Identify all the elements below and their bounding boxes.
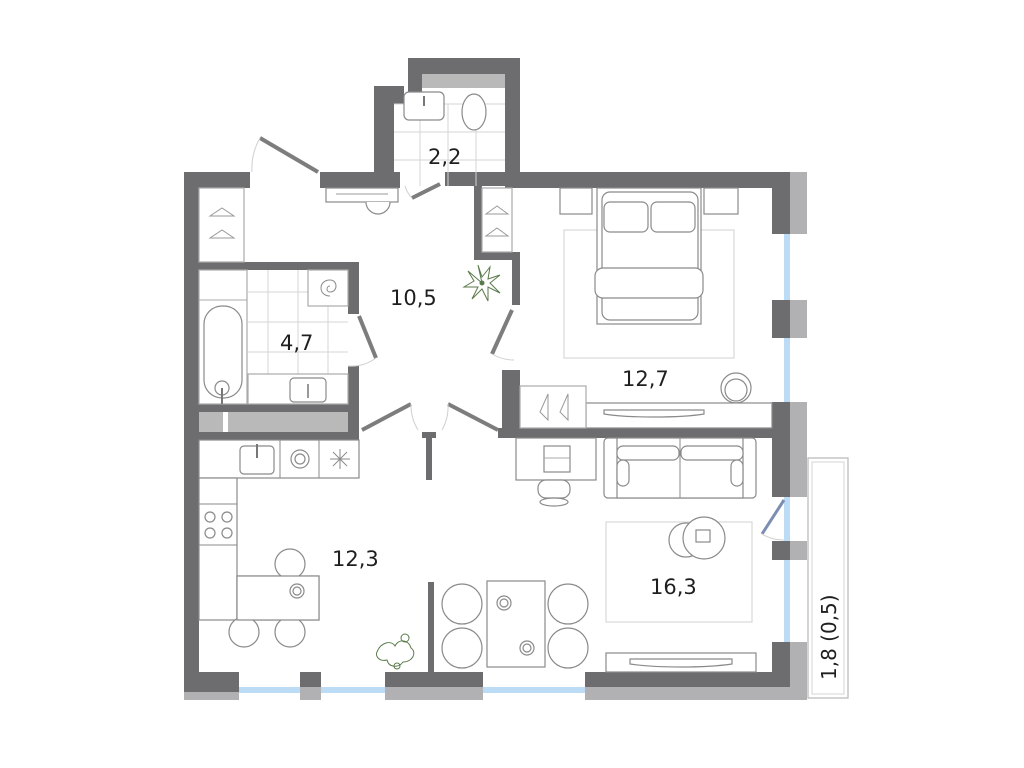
room-bathroom: 4,7 bbox=[198, 269, 349, 432]
stove-icon bbox=[204, 511, 233, 539]
chair-icon bbox=[537, 479, 571, 499]
plant-icon bbox=[462, 264, 501, 302]
hanger-icon bbox=[208, 207, 236, 239]
wardrobe-icon bbox=[519, 385, 587, 429]
room-bedroom: 12,7 bbox=[519, 187, 773, 429]
hanger-icon bbox=[484, 205, 510, 237]
balcony: 1,8 (0,5) bbox=[807, 457, 849, 699]
walls bbox=[184, 58, 790, 692]
chair-icon bbox=[274, 616, 306, 648]
room-area-hall: 10,5 bbox=[390, 286, 437, 310]
washing-machine-icon bbox=[320, 279, 337, 297]
plant-icon bbox=[376, 633, 415, 670]
dining-set-icon bbox=[441, 580, 589, 669]
dishwasher-icon bbox=[290, 449, 310, 469]
bed-icon bbox=[594, 187, 704, 325]
room-area-bathroom: 4,7 bbox=[280, 331, 313, 355]
room-area-living: 16,3 bbox=[650, 575, 697, 599]
room-kitchen: 12,3 bbox=[198, 439, 415, 670]
nightstand-icon bbox=[559, 187, 593, 215]
chair-icon bbox=[274, 548, 306, 580]
balcony-area-label: 1,8 (0,5) bbox=[817, 594, 841, 680]
chair-icon bbox=[228, 616, 260, 648]
toilet-icon bbox=[461, 93, 487, 131]
room-area-wc: 2,2 bbox=[428, 145, 461, 169]
sofa-icon bbox=[603, 437, 757, 499]
room-hall: 10,5 bbox=[198, 187, 513, 310]
nightstand-icon bbox=[703, 187, 739, 215]
room-wc: 2,2 bbox=[394, 74, 505, 186]
pouf-icon bbox=[365, 201, 391, 215]
room-area-kitchen: 12,3 bbox=[332, 547, 379, 571]
room-area-bedroom: 12,7 bbox=[622, 367, 669, 391]
fridge-icon bbox=[330, 449, 350, 469]
windows bbox=[239, 234, 790, 693]
room-living: 16,3 bbox=[441, 437, 757, 673]
